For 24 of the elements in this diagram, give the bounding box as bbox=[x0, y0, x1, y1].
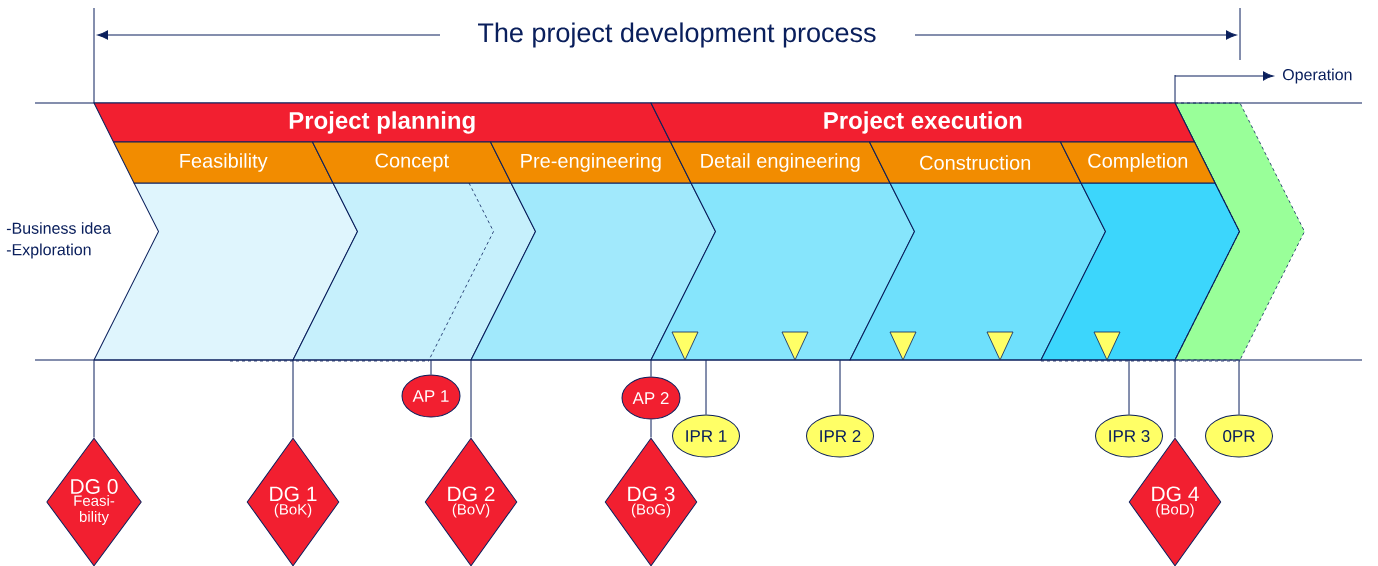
phase-chevron bbox=[470, 182, 716, 361]
leader-line bbox=[430, 359, 432, 375]
leader-line bbox=[470, 359, 472, 438]
leader-line bbox=[650, 359, 652, 377]
phase-band: Project execution bbox=[650, 102, 1195, 143]
leader-line bbox=[650, 419, 652, 438]
phase-band: Project planning bbox=[93, 102, 671, 143]
leader-line bbox=[1174, 359, 1176, 438]
phase-tab: Completion bbox=[1060, 141, 1216, 184]
phase-tab: Feasibility bbox=[113, 141, 334, 184]
leader-line bbox=[839, 359, 841, 415]
side-label: Operation bbox=[1282, 68, 1352, 84]
leader-line bbox=[1238, 359, 1240, 415]
leader-line bbox=[705, 359, 707, 415]
leader-line bbox=[1128, 359, 1130, 415]
title: The project development process bbox=[478, 22, 876, 48]
phase-chevron bbox=[292, 182, 536, 361]
side-label: -Business idea bbox=[6, 222, 112, 234]
phase-chevron bbox=[849, 182, 1106, 361]
leader-line bbox=[93, 359, 95, 438]
phase-chevron bbox=[1040, 182, 1240, 361]
phase-tab: Detail engineering bbox=[670, 141, 891, 184]
leader-line bbox=[292, 359, 294, 438]
phase-chevron bbox=[650, 182, 915, 361]
